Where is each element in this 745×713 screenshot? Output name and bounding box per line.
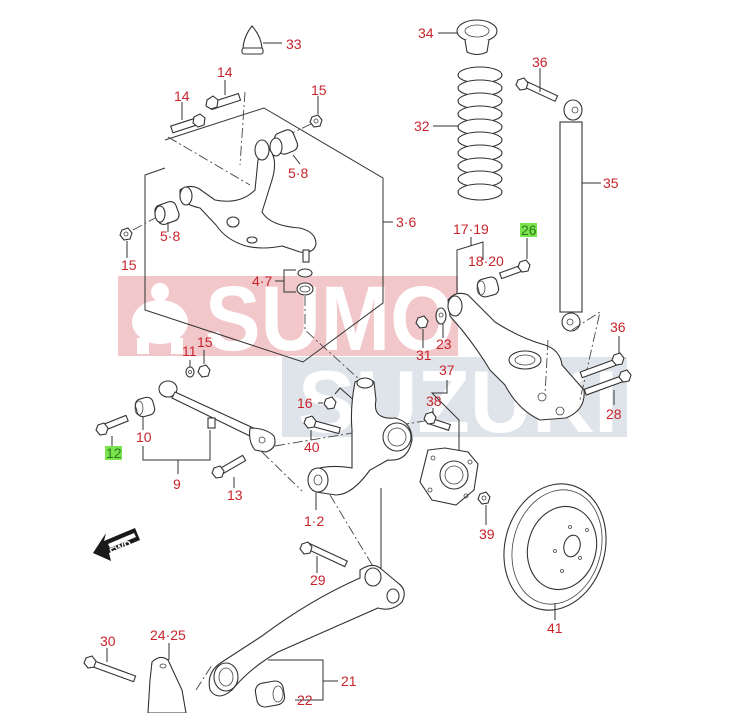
callout-22[interactable]: 22 [297,692,313,708]
bolt-28 [583,369,632,405]
watermark: SUMO SUZUKI [118,268,627,451]
callout-14[interactable]: 14 [174,88,190,104]
callout-29[interactable]: 29 [310,572,326,588]
callout-11[interactable]: 11 [182,343,197,359]
nut-16 [318,396,337,410]
callout-28[interactable]: 28 [606,406,622,422]
group-outline-3-6 [144,107,384,363]
callout-5-8[interactable]: 5·8 [288,165,308,181]
spring-shock-group [433,19,601,332]
upper-arm-group [119,25,393,381]
callout-labels: 33 14 14 15 5·8 5·8 15 3·6 4·7 34 32 36 … [100,25,626,708]
trailing-arm-21 [208,564,405,697]
bolt-14b [170,102,206,134]
callout-39[interactable]: 39 [479,526,495,542]
bracket-2425 [147,643,187,713]
bolt-29 [299,541,349,573]
fwd-arrow[interactable]: FWD [93,528,140,561]
callout-32[interactable]: 32 [414,118,430,134]
lower-arm-body [447,292,585,421]
callout-15[interactable]: 15 [197,334,213,350]
bushing-58a [269,129,301,165]
callout-34[interactable]: 34 [418,25,434,41]
washer-23 [435,307,447,338]
callout-40[interactable]: 40 [304,439,320,455]
callout-41[interactable]: 41 [547,620,563,636]
nut-15a [309,96,323,128]
coil-spring-32 [433,66,503,201]
bolt-14a [205,80,242,111]
callout-3-6[interactable]: 3·6 [396,214,416,230]
lateral-rod-9 [158,380,276,453]
callout-4-7[interactable]: 4·7 [252,273,272,289]
brake-drum-41 [503,483,607,620]
knuckle-group [303,377,413,570]
callout-9[interactable]: 9 [173,476,181,492]
callout-14[interactable]: 14 [217,64,233,80]
bolt-13 [211,454,247,488]
callout-23[interactable]: 23 [436,336,452,352]
bushing-10 [134,396,156,430]
callout-17-19[interactable]: 17·19 [453,221,489,237]
hub-group [419,380,491,525]
spring-seat-34 [438,19,498,56]
callout-31[interactable]: 31 [416,347,432,363]
nut-15b [119,227,133,258]
bolt-40 [303,415,341,440]
callout-21[interactable]: 21 [341,673,357,689]
callout-30[interactable]: 30 [100,633,116,649]
trailing-arm-group [83,541,405,713]
bump-stopper-33 [241,25,282,55]
callout-15[interactable]: 15 [121,257,137,273]
callout-16[interactable]: 16 [297,395,313,411]
bolt-30 [83,648,137,683]
sumo-mascot-icon [132,283,188,354]
hub-bolt-38 [423,408,452,431]
callout-1-2[interactable]: 1·2 [304,513,324,529]
bolt-26 [498,238,531,280]
bushing-22 [254,680,286,708]
highlight-26 [520,223,537,237]
bolt-12 [95,414,129,446]
washer-11 [185,366,195,378]
callout-10[interactable]: 10 [136,429,152,445]
callout-15[interactable]: 15 [311,82,327,98]
callout-5-8[interactable]: 5·8 [160,228,180,244]
callout-26[interactable]: 26 [521,222,537,238]
bolt-36b [579,336,625,379]
highlight-12 [105,446,122,460]
upper-arm-body [179,139,317,263]
bushing-1820 [476,276,500,298]
nut-31 [415,315,429,348]
hub-bearing-37 [419,447,479,506]
lower-arm-group [415,237,632,421]
callout-13[interactable]: 13 [227,487,243,503]
knuckle-12 [307,377,413,510]
boot-47 [275,268,314,296]
callout-33[interactable]: 33 [286,36,302,52]
callout-18-20[interactable]: 18·20 [468,253,504,269]
callout-12[interactable]: 12 [106,445,122,461]
bolt-36a [515,68,559,103]
callout-24-25[interactable]: 24·25 [150,627,186,643]
hub-nut-39 [477,491,491,525]
bushing-58b [132,200,180,232]
callout-36[interactable]: 36 [532,54,548,70]
callout-35[interactable]: 35 [603,175,619,191]
callout-36[interactable]: 36 [610,319,626,335]
nut-15c [197,350,211,378]
shock-absorber-35 [559,99,601,332]
callout-38[interactable]: 38 [426,393,442,409]
callout-37[interactable]: 37 [439,362,455,378]
